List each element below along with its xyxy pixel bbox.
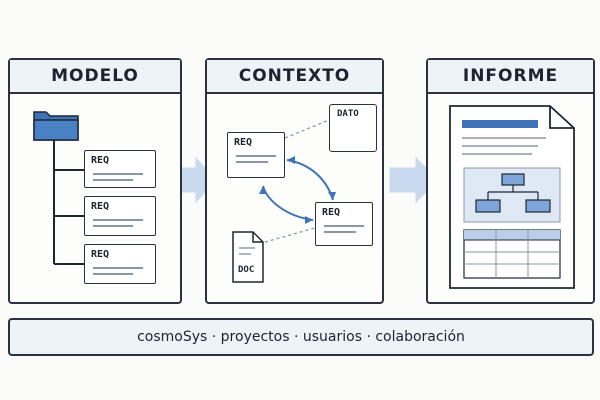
- modelo-req-card-1[interactable]: REQ: [84, 150, 156, 188]
- modelo-req-card-2[interactable]: REQ: [84, 196, 156, 236]
- report-icon: [449, 105, 575, 289]
- contexto-data-card[interactable]: DATO: [329, 104, 377, 152]
- req-label: REQ: [91, 249, 110, 260]
- doc-label: DOC: [238, 265, 255, 275]
- footer-text: cosmoSys · proyectos · usuarios · colabo…: [137, 329, 465, 345]
- contexto-links: [232, 119, 361, 283]
- contexto-req-card-a[interactable]: REQ: [227, 132, 285, 178]
- modelo-title: MODELO: [10, 60, 180, 94]
- contexto-req-card-b[interactable]: REQ: [315, 202, 373, 246]
- req-label: REQ: [322, 207, 341, 218]
- modelo-req-card-3[interactable]: REQ: [84, 244, 156, 284]
- contexto-title: CONTEXTO: [207, 60, 382, 94]
- informe-panel: INFORME: [426, 58, 595, 304]
- modelo-tree: [33, 111, 84, 265]
- document-icon: [232, 231, 264, 283]
- req-label: REQ: [91, 155, 110, 166]
- report-header-bar: [462, 120, 538, 128]
- informe-title: INFORME: [428, 60, 593, 94]
- req-label: REQ: [234, 137, 253, 148]
- req-label: REQ: [91, 201, 110, 212]
- folder-icon: [33, 111, 79, 141]
- footer-bar: cosmoSys · proyectos · usuarios · colabo…: [8, 318, 594, 356]
- modelo-panel: MODELO REQ REQ REQ: [8, 58, 182, 304]
- contexto-panel: CONTEXTO DATO REQ REQ: [205, 58, 384, 304]
- data-label: DATO: [337, 109, 359, 119]
